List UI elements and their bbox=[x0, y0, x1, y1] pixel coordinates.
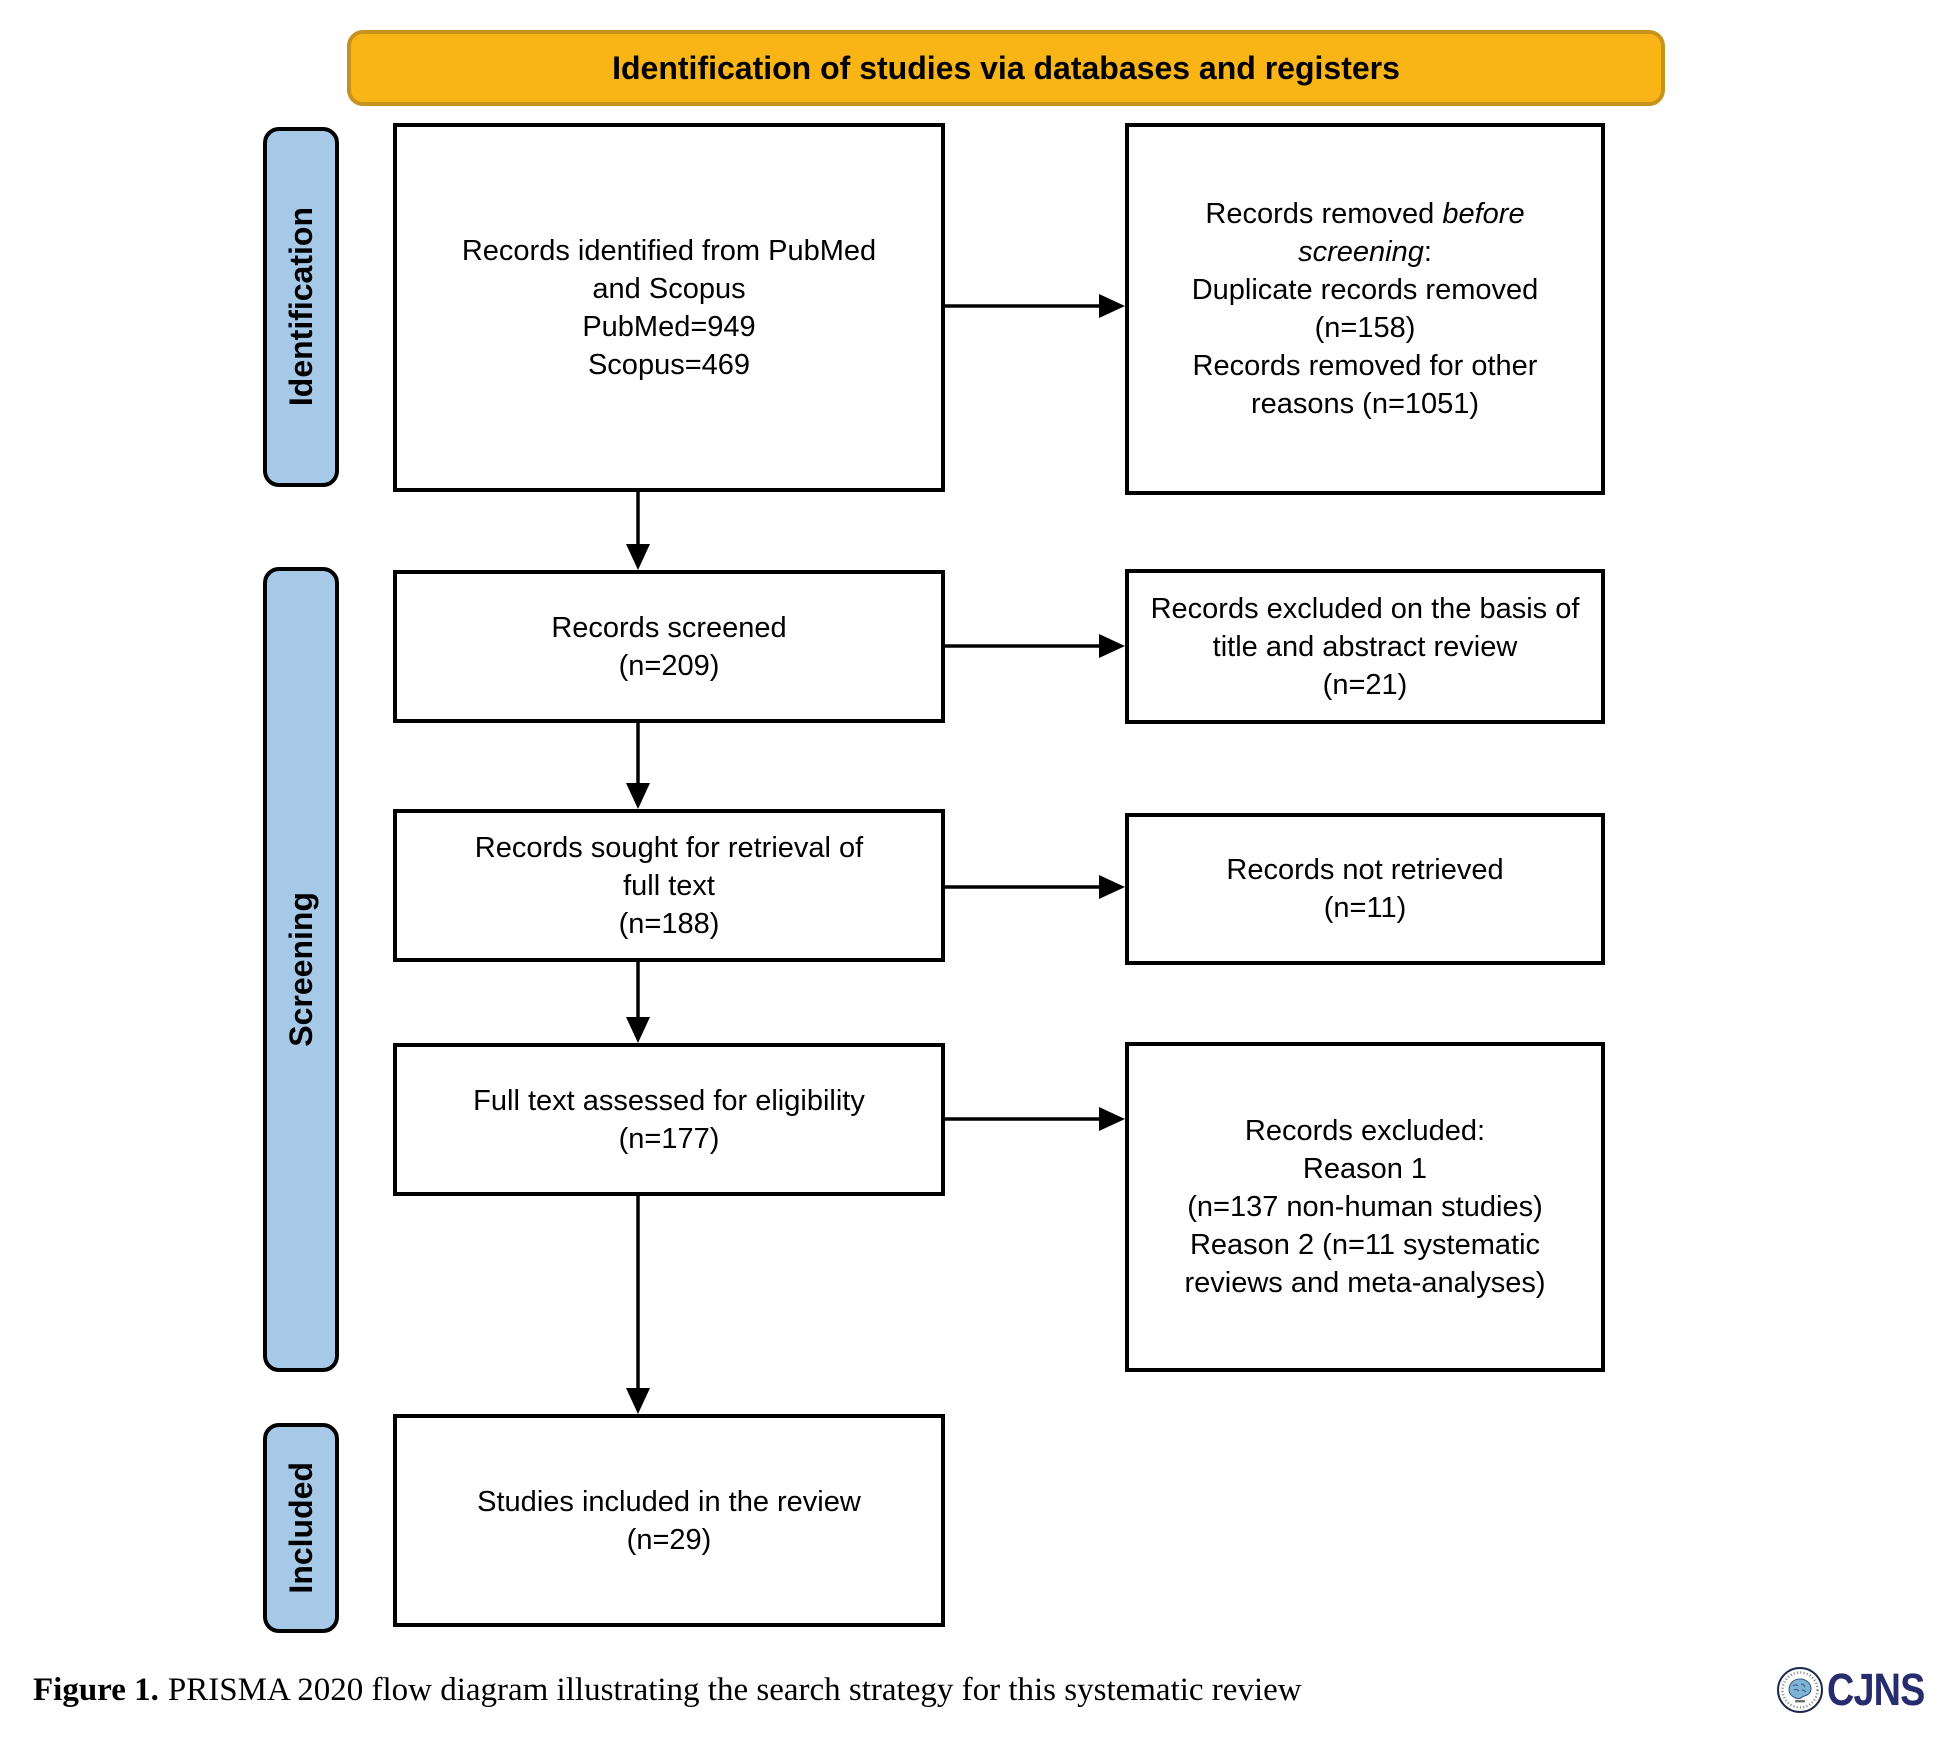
box-line: Records excluded: bbox=[1244, 1115, 1486, 1147]
arrow-sought-to-assessed bbox=[626, 962, 650, 1043]
arrow-assessed-to-excluded bbox=[945, 1107, 1125, 1131]
box-records-sought: Records sought for retrieval of full tex… bbox=[393, 809, 945, 962]
box-line: Reason 1 bbox=[1302, 1153, 1428, 1185]
box-line: Records sought for retrieval of bbox=[474, 831, 864, 864]
arrow-assessed-to-included bbox=[626, 1196, 650, 1414]
box-line: Reason 2 (n=11 systematic bbox=[1189, 1229, 1541, 1261]
stage-identification: Identification bbox=[263, 127, 339, 487]
figure-caption-label: Figure 1. bbox=[33, 1672, 159, 1708]
box-records-identified: Records identified from PubMed and Scopu… bbox=[393, 123, 945, 492]
arrow-screened-to-excluded bbox=[945, 634, 1125, 658]
box-records-removed-before-screening: Records removed before screening: Duplic… bbox=[1125, 123, 1605, 495]
banner: Identification of studies via databases … bbox=[347, 30, 1665, 106]
box-line: (n=29) bbox=[626, 1523, 712, 1556]
arrow-screened-to-sought bbox=[626, 723, 650, 809]
banner-title: Identification of studies via databases … bbox=[612, 49, 1400, 86]
arrow-identified-to-screened bbox=[626, 492, 650, 570]
box-line: Records not retrieved bbox=[1226, 854, 1504, 886]
box-line: Records removed before bbox=[1205, 198, 1525, 230]
box-line: full text bbox=[623, 869, 715, 902]
italic-text: before bbox=[1442, 198, 1525, 230]
box-studies-included: Studies included in the review (n=29) bbox=[393, 1414, 945, 1627]
box-records-excluded-title-abstract: Records excluded on the basis of title a… bbox=[1125, 569, 1605, 724]
box-line: (n=137 non-human studies) bbox=[1187, 1191, 1543, 1223]
box-line: Records removed for other bbox=[1192, 350, 1538, 382]
box-line: (n=21) bbox=[1322, 668, 1408, 701]
cjns-logo-text: CJNS bbox=[1827, 1664, 1925, 1715]
cjns-seal-icon bbox=[1777, 1667, 1823, 1713]
stage-screening: Screening bbox=[263, 567, 339, 1372]
stage-included-label: Included bbox=[282, 1462, 319, 1594]
box-line: (n=209) bbox=[618, 649, 720, 682]
box-line: (n=177) bbox=[618, 1122, 720, 1155]
box-line: reasons (n=1051) bbox=[1250, 388, 1480, 420]
box-line: screening: bbox=[1298, 236, 1432, 268]
box-records-screened: Records screened (n=209) bbox=[393, 570, 945, 723]
box-full-text-assessed: Full text assessed for eligibility (n=17… bbox=[393, 1043, 945, 1196]
cjns-logo: CJNS bbox=[1776, 1664, 1943, 1716]
arrow-sought-to-not-retrieved bbox=[945, 875, 1125, 899]
box-line: title and abstract review bbox=[1212, 630, 1518, 663]
box-line: reviews and meta-analyses) bbox=[1184, 1267, 1546, 1299]
box-line: Records excluded on the basis of bbox=[1150, 592, 1580, 625]
figure-caption: Figure 1.PRISMA 2020 flow diagram illust… bbox=[33, 1672, 1533, 1709]
box-line: Scopus=469 bbox=[587, 348, 751, 381]
box-line: and Scopus bbox=[592, 272, 746, 305]
italic-text: screening bbox=[1298, 236, 1424, 268]
box-line: (n=11) bbox=[1323, 892, 1407, 924]
stage-identification-label: Identification bbox=[282, 207, 319, 407]
box-records-excluded-full-text: Records excluded: Reason 1 (n=137 non-hu… bbox=[1125, 1042, 1605, 1372]
box-line: Duplicate records removed bbox=[1191, 274, 1539, 306]
box-records-not-retrieved: Records not retrieved (n=11) bbox=[1125, 813, 1605, 965]
box-line: Studies included in the review bbox=[477, 1485, 861, 1518]
box-line: PubMed=949 bbox=[582, 310, 756, 343]
stage-included: Included bbox=[263, 1423, 339, 1633]
box-line: (n=188) bbox=[618, 907, 720, 940]
arrow-identified-to-removed bbox=[945, 294, 1125, 318]
box-line: Full text assessed for eligibility bbox=[473, 1084, 865, 1117]
figure-caption-text: PRISMA 2020 flow diagram illustrating th… bbox=[167, 1672, 1302, 1708]
stage-screening-label: Screening bbox=[282, 892, 319, 1047]
box-line: Records identified from PubMed bbox=[461, 234, 877, 267]
box-line: (n=158) bbox=[1314, 312, 1416, 344]
box-line: Records screened bbox=[551, 611, 787, 644]
